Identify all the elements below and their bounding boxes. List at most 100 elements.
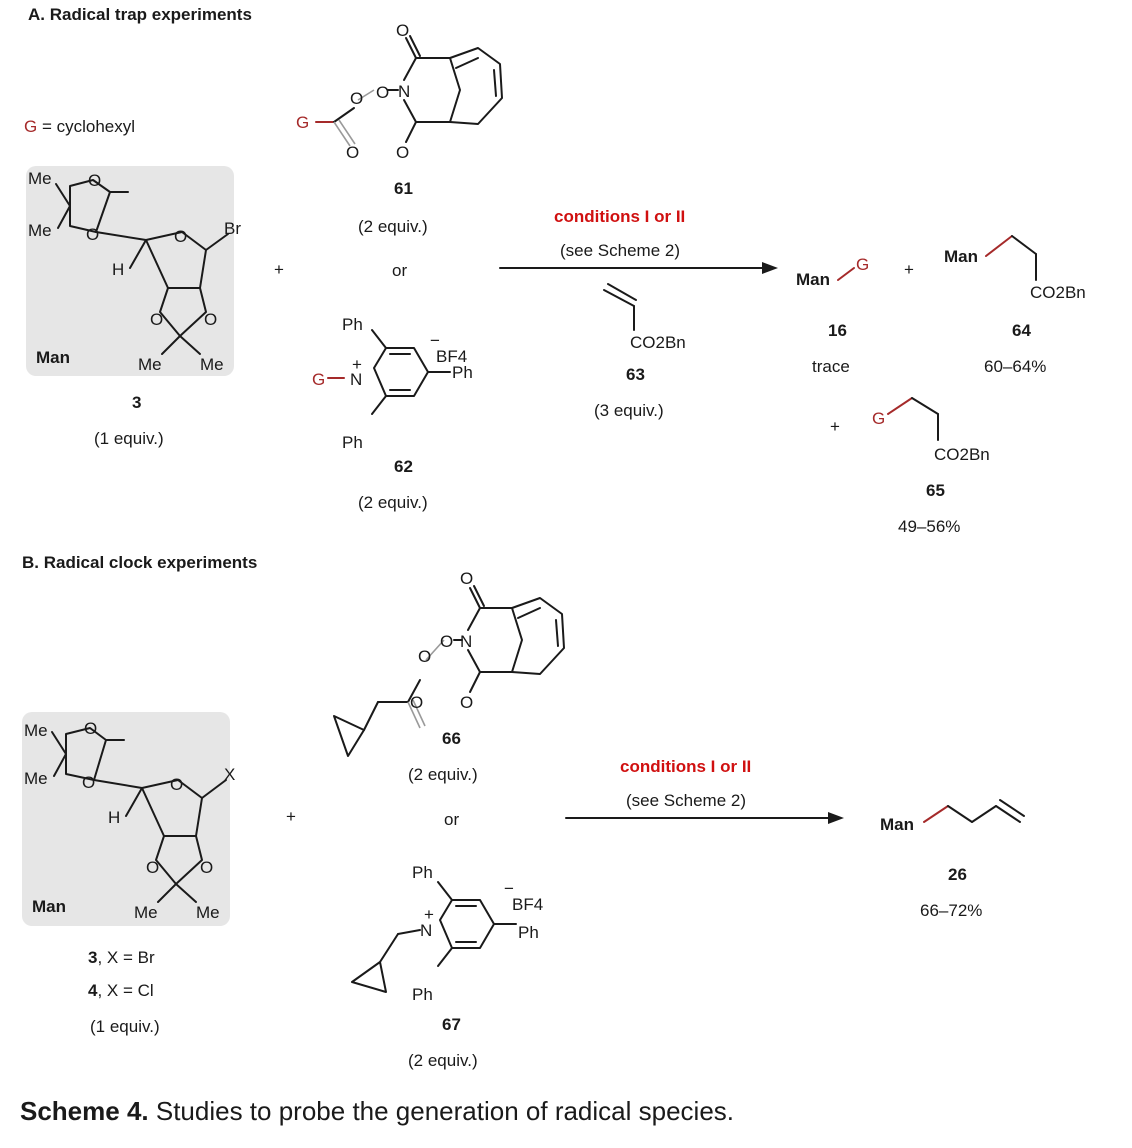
svg-text:O: O [170,775,183,794]
reagent-62-structure: Ph Ph Ph G N + − [312,315,473,452]
svg-text:O: O [346,143,359,162]
compound-61-number: 61 [394,179,413,198]
svg-text:O: O [460,693,473,712]
svg-text:G: G [296,113,309,132]
or-label-b: or [444,810,459,829]
compound-63-equiv: (3 equiv.) [594,401,664,420]
substrate-3-man-label: Man [36,348,70,367]
svg-text:Me: Me [28,169,52,188]
product-26-chain [923,799,1025,823]
svg-text:Me: Me [196,903,220,922]
compound-65-yield: 49–56% [898,517,960,536]
product-26-man-label: Man [880,815,914,834]
reagent-61-structure: G O O N O O O [296,21,503,162]
reagent-66-structure: O O N O O O [333,569,565,757]
svg-text:N: N [350,370,362,389]
compound-67-number: 67 [442,1015,461,1034]
svg-text:Ph: Ph [412,985,433,1004]
svg-text:N: N [398,82,410,101]
svg-text:Ph: Ph [412,863,433,882]
svg-text:Me: Me [138,355,162,374]
svg-text:Ph: Ph [342,433,363,452]
plus-sign-b1: + [286,807,296,826]
see-scheme-label-a: (see Scheme 2) [560,241,680,260]
compound-62-equiv: (2 equiv.) [358,493,428,512]
compound-65-number: 65 [926,481,945,500]
section-b-title: B. Radical clock experiments [22,553,257,572]
product-64-chain [985,235,1037,281]
compound-66-equiv: (2 equiv.) [408,765,478,784]
substrate-3-4-structure: Me Me O O O X H O O Me Me [22,712,235,926]
acrylate-63-structure [603,283,637,331]
compound-63-number: 63 [626,365,645,384]
compound-16-yield: trace [812,357,850,376]
compound-3-equiv: (1 equiv.) [94,429,164,448]
plus-sign-a1: + [274,260,284,279]
compound-61-equiv: (2 equiv.) [358,217,428,236]
svg-text:O: O [396,143,409,162]
svg-text:O: O [200,858,213,877]
svg-text:O: O [418,647,431,666]
svg-text:Me: Me [24,721,48,740]
svg-text:+: + [352,355,362,374]
plus-sign-a3: + [830,417,840,436]
scheme-caption: Scheme 4. Studies to probe the generatio… [20,1096,734,1126]
acrylate-63-group: CO2Bn [630,333,686,352]
svg-text:O: O [150,310,163,329]
substrate-3-structure: Me Me O O O Br H O O Me Me [26,166,241,376]
reaction-arrow-b [828,812,844,824]
svg-text:O: O [146,858,159,877]
compound-4-x-cl: 4, X = Cl [88,981,154,1000]
reagent-67-structure: Ph Ph Ph N + − [351,863,539,1004]
compound-3-number: 3 [132,393,141,412]
svg-text:Me: Me [134,903,158,922]
svg-text:O: O [440,632,453,651]
svg-text:H: H [112,260,124,279]
counterion-62: BF4 [436,347,467,366]
svg-text:O: O [204,310,217,329]
compound-26-yield: 66–72% [920,901,982,920]
svg-text:X: X [224,765,235,784]
svg-text:Me: Me [200,355,224,374]
svg-text:+: + [424,905,434,924]
g-definition: G = cyclohexyl [24,117,135,136]
svg-text:O: O [396,21,409,40]
compound-3-x-br: 3, X = Br [88,948,155,967]
product-64-group: CO2Bn [1030,283,1086,302]
compound-64-yield: 60–64% [984,357,1046,376]
product-65-chain [887,397,939,441]
svg-text:O: O [174,227,187,246]
svg-text:Ph: Ph [452,363,473,382]
svg-text:O: O [88,171,101,190]
svg-text:O: O [86,225,99,244]
svg-text:Ph: Ph [518,923,539,942]
conditions-label-b: conditions I or II [620,757,751,776]
product-65-group: CO2Bn [934,445,990,464]
svg-text:Me: Me [28,221,52,240]
section-a-title: A. Radical trap experiments [28,5,252,24]
or-label-a: or [392,261,407,280]
svg-text:N: N [420,921,432,940]
compound-16-number: 16 [828,321,847,340]
svg-text:−: − [430,331,440,350]
svg-text:O: O [84,719,97,738]
reaction-arrow-a [762,262,778,274]
product-16-g-label: G [856,255,869,274]
svg-text:Br: Br [224,219,241,238]
svg-text:O: O [350,89,363,108]
counterion-67: BF4 [512,895,543,914]
svg-text:H: H [108,808,120,827]
svg-text:Ph: Ph [342,315,363,334]
plus-sign-a2: + [904,260,914,279]
compound-66-number: 66 [442,729,461,748]
svg-text:O: O [82,773,95,792]
svg-text:N: N [460,632,472,651]
svg-text:G: G [312,370,325,389]
substrate-3-4-man-label: Man [32,897,66,916]
compound-64-number: 64 [1012,321,1031,340]
conditions-label-a: conditions I or II [554,207,685,226]
product-65-g-label: G [872,409,885,428]
svg-text:Me: Me [24,769,48,788]
compound-3-4-equiv: (1 equiv.) [90,1017,160,1036]
